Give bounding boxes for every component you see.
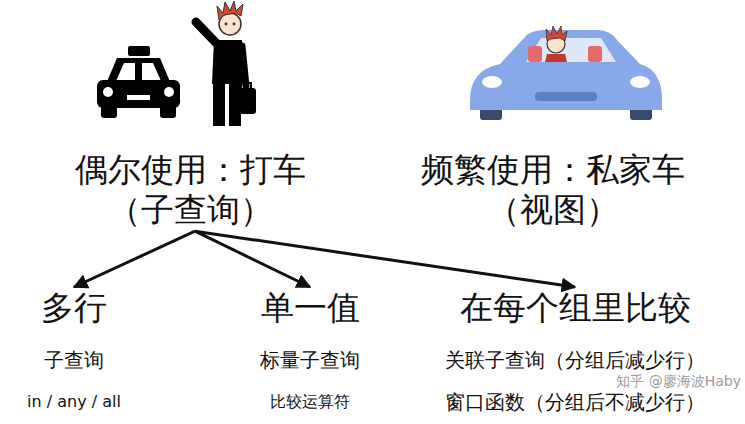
text-node: 在每个组里比较关联子查询（分组后减少行） 窗口函数（分组后不减少行） xyxy=(445,288,705,414)
node-heading: 频繁使用：私家车 xyxy=(421,150,685,190)
node-heading: 单一值 xyxy=(260,288,360,328)
taxi-window xyxy=(142,63,161,81)
connector-arrow xyxy=(195,231,575,287)
person-eye xyxy=(233,23,236,26)
node-detail: in / any / all xyxy=(27,392,121,411)
person-hair xyxy=(217,1,243,20)
car-seat xyxy=(528,46,542,62)
car-windshield xyxy=(526,38,616,62)
text-node: 单一值标量子查询比较运算符 xyxy=(260,288,360,411)
person-leg xyxy=(213,82,225,126)
node-heading: 偶尔使用：打车 xyxy=(75,150,306,190)
taxi-body xyxy=(97,80,180,108)
taxi-wheel xyxy=(160,104,176,118)
taxi-icon xyxy=(97,46,180,118)
taxi-sign xyxy=(128,46,150,56)
node-heading: 多行 xyxy=(27,288,121,328)
taxi-grill xyxy=(127,95,150,100)
private-car-icon xyxy=(470,26,662,120)
taxi-wheel xyxy=(101,104,117,118)
watermark: 知乎 @廖海波Haby xyxy=(616,373,741,390)
node-detail: （视图） xyxy=(421,190,685,230)
driver-body xyxy=(545,54,567,62)
node-detail: 窗口函数（分组后不减少行） xyxy=(445,390,705,414)
text-node: 频繁使用：私家车（视图） xyxy=(421,150,685,229)
text-node: 偶尔使用：打车（子查询） xyxy=(75,150,306,229)
node-detail: （子查询） xyxy=(75,190,306,230)
node-heading: 在每个组里比较 xyxy=(445,288,705,328)
car-grill xyxy=(535,92,597,101)
car-headlight xyxy=(630,76,650,88)
car-seat xyxy=(588,46,602,62)
taxi-headlight xyxy=(164,87,174,97)
person-eye xyxy=(225,23,228,26)
text-node: 多行子查询 in / any / all xyxy=(27,288,121,411)
person-waving xyxy=(196,1,256,126)
car-body xyxy=(470,30,662,110)
suitcase-handle xyxy=(241,83,251,88)
node-detail: 比较运算符 xyxy=(260,392,360,411)
taxi-headlight xyxy=(103,87,113,97)
suitcase xyxy=(236,88,256,114)
person-arm xyxy=(242,46,246,86)
car-headlight xyxy=(482,76,502,88)
node-detail: 关联子查询（分组后减少行） xyxy=(445,348,705,372)
taxi-window xyxy=(116,63,135,81)
connector-arrow xyxy=(74,231,195,287)
node-detail: 标量子查询 xyxy=(260,348,360,372)
node-detail: 子查询 xyxy=(27,348,121,372)
driver-hair xyxy=(546,26,567,41)
